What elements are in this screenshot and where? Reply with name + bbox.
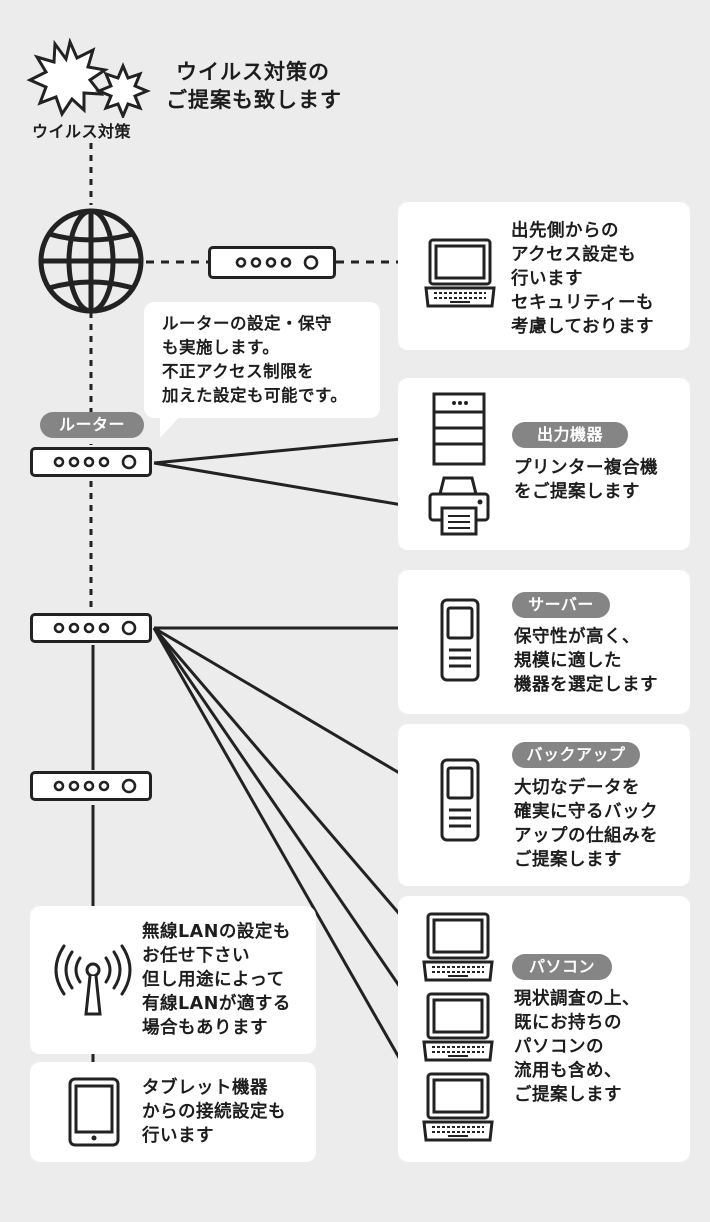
tablet-icon — [68, 1077, 120, 1147]
laptop-icon — [422, 912, 494, 982]
router-1-icon — [30, 447, 152, 477]
router-3-icon — [30, 771, 152, 801]
bubble-tail — [160, 412, 184, 438]
backup-title: バックアップ — [512, 742, 640, 768]
backup-text: 大切なデータを 確実に守るバック アップの仕組みを ご提案します — [514, 778, 658, 870]
router-bubble-text: ルーターの設定・保守 も実施します。 不正アクセス制限を 加えた設定も可能です。 — [162, 314, 348, 405]
backup-server-icon — [440, 758, 480, 842]
copier-icon — [432, 392, 486, 466]
pc-title: パソコン — [512, 954, 612, 980]
laptop-icon — [422, 992, 494, 1062]
output-devices-title: 出力機器 — [512, 422, 628, 448]
router-2-icon — [30, 613, 152, 643]
wireless-text: 無線LANの設定も お任せ下さい 但し用途によって 有線LANが適する 場合もあ… — [142, 922, 291, 1038]
server-text: 保守性が高く、 規模に適した 機器を選定します — [514, 627, 658, 695]
virus-icon — [26, 38, 151, 118]
remote-access-text: 出先側からの アクセス設定も 行います セキュリティーも 考慮しております — [511, 221, 654, 337]
server-icon — [440, 598, 480, 682]
server-title: サーバー — [512, 592, 610, 618]
globe-icon — [38, 208, 144, 314]
virus-label: ウイルス対策 — [32, 122, 132, 141]
virus-heading: ウイルス対策の ご提案も致します — [166, 60, 342, 112]
printer-icon — [428, 476, 490, 536]
pc-text: 現状調査の上、 既にお持ちの パソコンの 流用も含め、 ご提案します — [514, 989, 640, 1105]
wifi-antenna-icon — [54, 944, 132, 1016]
tablet-text: タブレット機器 からの接続設定も 行います — [142, 1078, 286, 1146]
router-label: ルーター — [40, 412, 144, 438]
router-bubble — [144, 302, 380, 418]
output-devices-text: プリンター複合機 をご提案します — [514, 458, 658, 502]
laptop-icon — [424, 238, 496, 308]
vpn-router-icon — [208, 246, 336, 279]
laptop-icon — [422, 1072, 494, 1142]
